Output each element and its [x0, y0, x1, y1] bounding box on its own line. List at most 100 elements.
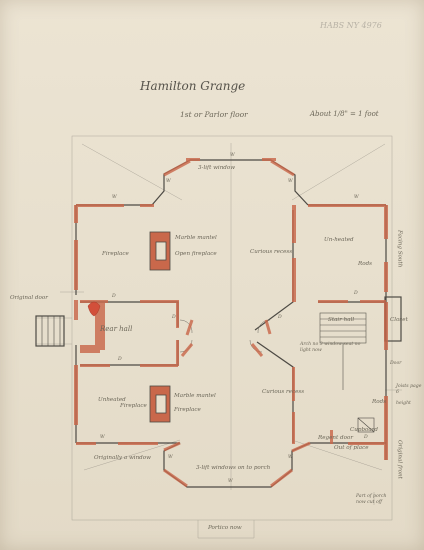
diagonal-guide-line — [81, 143, 183, 201]
window-jamb — [262, 158, 276, 161]
wall-wash — [292, 412, 295, 444]
window-jamb — [186, 158, 200, 161]
window-mark: W — [100, 435, 105, 440]
regent-door-label: Regent door — [318, 435, 354, 441]
wall-wash — [384, 396, 388, 460]
se-recess-label: Curious recess — [262, 389, 305, 395]
bay-wash — [163, 441, 181, 452]
bay-wash — [270, 468, 293, 488]
cupboard-label: Cupboard — [350, 427, 379, 433]
center-recess-label: Curious recess — [250, 249, 293, 255]
wall-wash — [330, 430, 333, 444]
wall-wash — [74, 205, 78, 223]
bay-wash — [291, 441, 311, 453]
door-mark: D — [118, 357, 122, 362]
stair-window-note: Arch no 3 window seat no light now — [300, 342, 361, 353]
rear-hall-red-jamb — [95, 300, 105, 350]
se-rods-label: Rods — [372, 399, 387, 405]
wall-wash — [74, 365, 78, 425]
wall-wash — [292, 367, 295, 401]
window-mark: W — [288, 455, 293, 460]
wall-wash — [384, 205, 388, 239]
sw-fireplace-opening — [155, 394, 167, 414]
door-note: Door — [390, 361, 402, 366]
rear-hall-label: Rear hall — [100, 325, 133, 333]
window-mark: W — [230, 153, 235, 158]
facing-south-label: Facing South — [396, 230, 403, 268]
diagonal-guide-line — [83, 439, 181, 471]
cupboard-box — [357, 417, 375, 433]
window-mark: W — [354, 195, 359, 200]
sw-fireplace-label: Fireplace — [174, 407, 201, 413]
door-mark: D — [112, 294, 116, 299]
wall-wash — [292, 205, 296, 243]
original-door-steps — [35, 315, 65, 347]
diagonal-guide-line — [291, 143, 386, 201]
door-mark: D — [172, 315, 176, 320]
wall-wash — [74, 300, 78, 320]
red-mark — [87, 301, 101, 317]
ne-rods-label: Rods — [358, 261, 373, 267]
nw-fireplace-opening — [155, 241, 167, 261]
construction-border — [71, 135, 393, 521]
door-mark: D — [364, 435, 368, 440]
door-mark: D — [278, 315, 282, 320]
door-swing — [249, 339, 263, 353]
ne-room-label: Un-heated — [324, 237, 354, 243]
window-mark: W — [228, 479, 233, 484]
south-bay-wall — [76, 442, 311, 488]
door-jamb-wash — [185, 319, 194, 336]
wall-wash — [80, 364, 110, 367]
closet-label: Closet — [390, 317, 408, 323]
bay-wash — [270, 159, 295, 177]
window-mark: W — [288, 179, 293, 184]
wall-wash — [140, 364, 178, 367]
wall-wash — [140, 204, 154, 207]
height-note: height — [396, 401, 411, 406]
bay-wash — [163, 468, 188, 488]
door-swing — [179, 319, 193, 334]
sw-room-label: Unheated — [98, 397, 126, 403]
out-of-place-label: Out of place — [334, 445, 369, 451]
nw-fireplace-label: Fireplace — [102, 251, 129, 257]
cupboard-hatch — [357, 417, 375, 433]
original-window-label: Originally a window — [94, 455, 151, 461]
window-mark: W — [112, 195, 117, 200]
stair-hall-label: Stair hall — [328, 317, 355, 323]
rear-hall-red-jamb — [80, 345, 100, 353]
wall-wash — [76, 442, 96, 445]
door-jamb-wash — [250, 343, 264, 357]
wall-wash — [74, 240, 78, 290]
window-mark: W — [168, 455, 173, 460]
south-bay-label: 3-lift windows on to porch — [196, 465, 271, 471]
door-jamb-wash — [180, 343, 194, 357]
north-bay-wall — [151, 159, 191, 206]
wall-wash — [384, 262, 388, 292]
sw-mantel-label: Marble mantel — [174, 393, 216, 399]
north-window-label: 3-lift window — [198, 165, 236, 171]
wall-wash — [176, 340, 179, 366]
nw-mantel-label: Marble mantel — [175, 235, 217, 241]
wall-wash — [308, 204, 386, 207]
wall-wash — [140, 300, 178, 303]
original-door-label: Original door — [10, 295, 48, 301]
wall-wash — [80, 300, 108, 303]
scale-note: About 1/8" = 1 foot — [310, 110, 379, 118]
door-jamb-wash — [264, 319, 272, 335]
bay-wash — [163, 159, 191, 177]
joists-note: Joists page 6 — [396, 384, 422, 395]
drawing-title: Hamilton Grange — [140, 79, 246, 93]
sw-fireplace-question-label: Fireplace — [120, 403, 147, 409]
wall-wash — [318, 300, 348, 303]
floor-subtitle: 1st or Parlor floor — [180, 110, 248, 119]
wall-wash — [76, 204, 124, 207]
wall-wash — [292, 258, 296, 302]
catalog-number: HABS NY 4976 — [320, 21, 382, 30]
wall-wash — [348, 442, 386, 445]
wall-wash — [384, 302, 388, 350]
door-mark: D — [354, 291, 358, 296]
porch-note: Part of porch now cut off — [356, 494, 387, 505]
door-swing — [257, 319, 271, 334]
